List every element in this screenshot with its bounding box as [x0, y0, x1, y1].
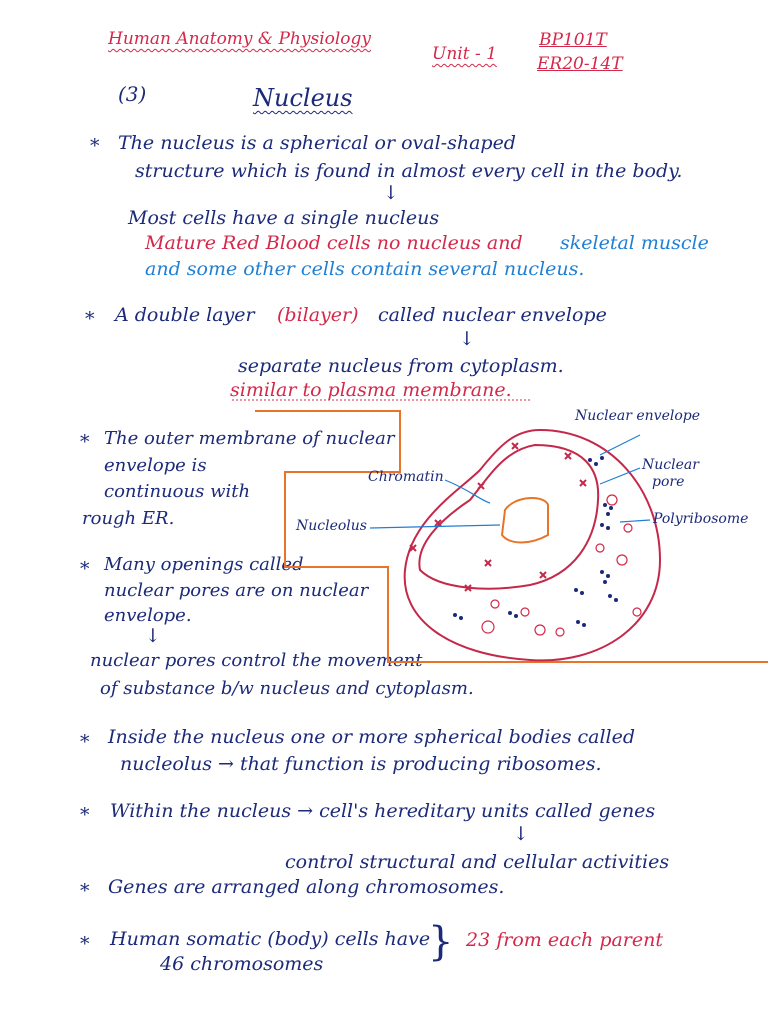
p6-sub1: control structural and cellular activiti… [285, 851, 670, 873]
bullet-5: * [80, 731, 90, 753]
label-nuclear-pore-1: Nuclear [642, 457, 699, 473]
bullet-3: * [80, 431, 90, 453]
p5-line1: Inside the nucleus one or more spherical… [108, 726, 636, 748]
p1-arrow: ↓ [383, 182, 399, 204]
nuclear-envelope-inner [418, 443, 600, 590]
label-nuclear-envelope: Nuclear envelope [575, 408, 701, 424]
label-chromatin: Chromatin [368, 469, 444, 485]
polyribosome-dots [453, 456, 618, 627]
rough-er-outline [255, 410, 768, 663]
cytoplasm-bodies [481, 494, 642, 637]
course-title: Human Anatomy & Physiology [108, 29, 372, 49]
bullet-8: * [80, 933, 90, 955]
p8-line1: Human somatic (body) cells have [110, 928, 431, 950]
p7-line1: Genes are arranged along chromosomes. [108, 876, 505, 898]
page-title: Nucleus [253, 84, 353, 112]
p8-line2: 46 chromosomes [160, 953, 324, 975]
label-nuclear-pore-2: pore [652, 474, 685, 490]
p4-sub1: nuclear pores control the movement [90, 650, 423, 671]
p2-line1-a: A double layer [115, 304, 255, 326]
course-code: BP101T [539, 30, 607, 50]
p6-arrow: ↓ [513, 823, 529, 845]
bullet-1: * [90, 135, 100, 157]
regulation-code: ER20-14T [537, 54, 623, 74]
p2-line1-c: called nuclear envelope [378, 304, 607, 326]
p1-line2: structure which is found in almost every… [135, 160, 683, 182]
p4-sub2: of substance b/w nucleus and cytoplasm. [100, 678, 474, 699]
p2-arrow: ↓ [459, 328, 475, 350]
p6-line1: Within the nucleus → cell's hereditary u… [110, 800, 656, 822]
p2-line1-b: (bilayer) [277, 304, 359, 326]
label-lines [369, 434, 651, 529]
p3-line1: The outer membrane of nuclear [104, 428, 395, 449]
label-nucleolus: Nucleolus [296, 518, 367, 534]
p8-red: 23 from each parent [466, 929, 664, 951]
p2-sub1: separate nucleus from cytoplasm. [238, 355, 564, 377]
p1-sub2-red: Mature Red Blood cells no nucleus and [145, 232, 523, 254]
label-polyribosome: Polyribosome [653, 511, 749, 527]
bullet-4: * [80, 558, 90, 580]
p3-line3: continuous with [104, 481, 251, 502]
p1-line1: The nucleus is a spherical or oval-shape… [118, 132, 516, 154]
nucleolus-shape [500, 497, 549, 544]
unit-label: Unit - 1 [432, 44, 497, 64]
p1-sub1: Most cells have a single nucleus [128, 207, 440, 229]
p8-brace: } [428, 919, 454, 965]
p3-line4: rough ER. [82, 508, 175, 529]
p1-sub3: and some other cells contain several nuc… [145, 258, 585, 280]
p4-arrow: ↓ [145, 625, 161, 647]
nuclear-pores [409, 442, 587, 592]
bullet-7: * [80, 880, 90, 902]
p4-line2: nuclear pores are on nuclear [104, 580, 369, 601]
p3-line2: envelope is [104, 455, 207, 476]
topic-number: (3) [118, 82, 147, 106]
nuclear-envelope-outer [403, 428, 662, 662]
bullet-2: * [85, 308, 95, 330]
p4-line3: envelope. [104, 605, 192, 626]
p1-sub2-blue: skeletal muscle [560, 232, 709, 254]
bullet-6: * [80, 804, 90, 826]
p4-line1: Many openings called [104, 554, 304, 575]
p2-sub2: similar to plasma membrane. [230, 379, 512, 401]
p5-line2: nucleolus → that function is producing r… [120, 753, 602, 775]
